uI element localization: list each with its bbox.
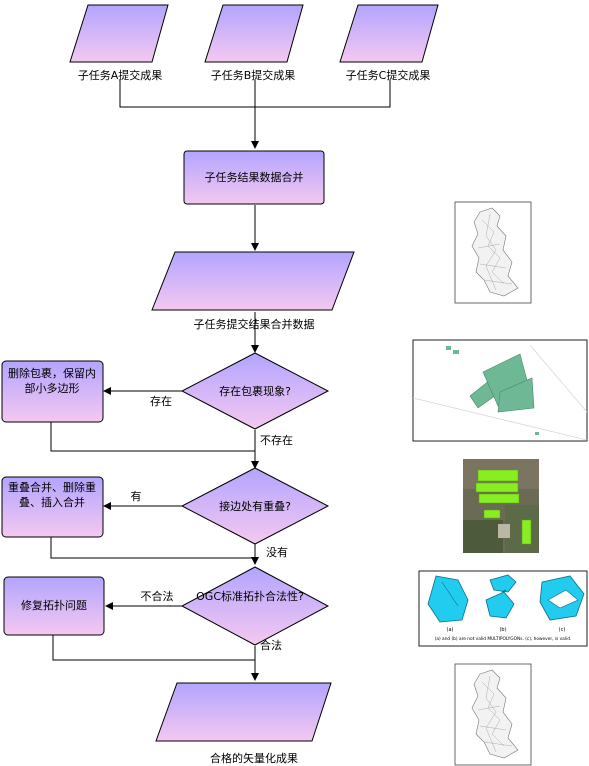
decision-2-no-label: 没有 xyxy=(266,545,288,559)
decision-1-shape xyxy=(180,352,330,430)
decision-3-yes-label: 不合法 xyxy=(141,589,174,603)
decision-1: 存在包裹现象? 存在 不存在 xyxy=(150,352,330,447)
decision-2-yes-label: 有 xyxy=(131,489,142,503)
action-1-line-2: 部小多边形 xyxy=(25,381,80,395)
ogc-caption-b: (b) xyxy=(499,627,506,633)
decision-1-yes-label: 存在 xyxy=(150,394,172,408)
decision-3-question: OGC标准拓扑合法性? xyxy=(196,589,304,603)
input-b: 子任务B提交成果 xyxy=(204,4,304,82)
action-2: 重叠合并、删除重 叠、插入合并 xyxy=(1,476,104,538)
merge-process: 子任务结果数据合并 xyxy=(183,150,325,205)
input-c-label: 子任务C提交成果 xyxy=(346,68,431,82)
input-c-shape xyxy=(339,4,439,63)
decision-2-shape xyxy=(180,467,330,545)
action-2-line-2: 叠、插入合并 xyxy=(19,495,85,509)
input-b-label: 子任务B提交成果 xyxy=(211,68,296,82)
ogc-multipolygon-panel: (a) (b) (c) (a) and (b) are not valid MU… xyxy=(418,570,588,647)
input-a-label: 子任务A提交成果 xyxy=(78,68,163,82)
merged-data: 子任务提交结果合并数据 xyxy=(151,251,355,331)
input-a: 子任务A提交成果 xyxy=(69,4,169,82)
merged-data-label: 子任务提交结果合并数据 xyxy=(194,317,315,331)
decision-3-no-label: 合法 xyxy=(260,638,282,652)
output: 合格的矢量化成果 xyxy=(155,682,332,765)
decision-1-no-label: 不存在 xyxy=(260,433,293,447)
decision-1-question: 存在包裹现象? xyxy=(219,384,291,398)
map-thumbnail-bottom xyxy=(454,663,532,766)
input-b-shape xyxy=(204,4,304,63)
action-1-line-1: 删除包裹，保留内 xyxy=(8,366,96,380)
merged-data-shape xyxy=(151,251,355,311)
action-3: 修复拓扑问题 xyxy=(3,576,105,636)
decision-3-shape xyxy=(180,566,330,646)
output-label: 合格的矢量化成果 xyxy=(210,751,298,765)
connectors xyxy=(50,80,391,681)
input-c: 子任务C提交成果 xyxy=(339,4,439,82)
decision-3: OGC标准拓扑合法性? 不合法 合法 xyxy=(141,566,330,652)
ogc-caption-c: (c) xyxy=(559,627,566,633)
aerial-overlay-photo xyxy=(463,459,539,553)
connector-c-down xyxy=(255,80,391,108)
ogc-note: (a) and (b) are not valid MULTIPOLYGONs.… xyxy=(435,636,572,642)
action-2-line-1: 重叠合并、删除重 xyxy=(8,480,96,494)
input-a-shape xyxy=(69,4,169,63)
connector-a-down xyxy=(119,80,255,108)
ogc-caption-a: (a) xyxy=(447,627,454,633)
connector-action2-return xyxy=(50,537,255,559)
connector-action1-return xyxy=(50,422,255,452)
polygon-panel xyxy=(412,339,588,442)
map-thumbnail-top xyxy=(454,201,532,304)
decision-2-question: 接边处有重叠? xyxy=(219,499,291,513)
connector-action3-return xyxy=(52,635,255,661)
action-3-line-1: 修复拓扑问题 xyxy=(21,598,87,612)
output-shape xyxy=(155,682,332,742)
decision-2: 接边处有重叠? 有 没有 xyxy=(131,467,330,559)
action-1: 删除包裹，保留内 部小多边形 xyxy=(1,360,104,423)
merge-process-label: 子任务结果数据合并 xyxy=(205,170,304,184)
